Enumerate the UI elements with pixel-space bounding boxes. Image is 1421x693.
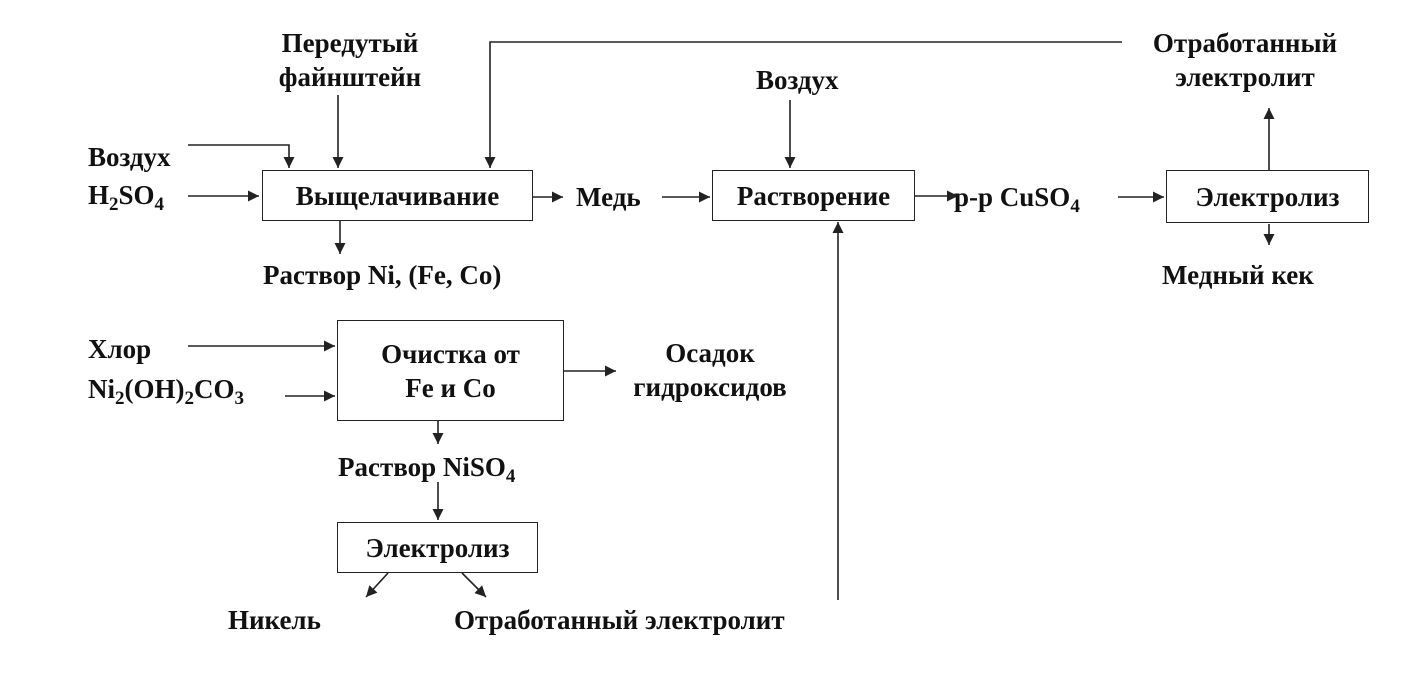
leaching-box: Выщелачивание — [262, 170, 533, 221]
blown-matte-line2: файнштейн — [278, 62, 422, 92]
precipitate-line2: гидроксидов — [633, 372, 787, 402]
niso4-label: Раствор NiSO4 — [338, 450, 516, 487]
nickel-carbonate-label: Ni2(OH)2CO3 — [88, 372, 245, 409]
blown-matte-line1: Передутый — [281, 28, 419, 58]
copper-label: Медь — [576, 182, 641, 212]
purification-label-line1: Очистка от — [381, 338, 520, 369]
leaching-label: Выщелачивание — [295, 180, 500, 211]
purification-box: Очистка от Fe и Co — [337, 320, 564, 421]
h2so4-h: H — [88, 180, 110, 210]
electrolysis-ni-label: Электролиз — [365, 532, 510, 563]
h2so4-so: SO — [118, 180, 155, 210]
nc-s1: 2 — [115, 388, 125, 409]
hydroxide-precipitate-label: Осадок гидроксидов — [600, 336, 820, 404]
purification-label-line2: Fe и Co — [405, 372, 496, 403]
niso4-main: Раствор NiSO — [338, 452, 506, 482]
spent-electrolyte-bottom-label: Отработанный электролит — [454, 605, 785, 635]
nc-ni: Ni — [88, 374, 115, 404]
nickel-label: Никель — [228, 605, 321, 635]
blown-matte-label: Передутый файнштейн — [250, 26, 450, 94]
arrow-air-to-leaching — [188, 144, 295, 168]
air-top-label: Воздух — [756, 65, 839, 95]
ni-solution-label: Раствор Ni, (Fe, Co) — [263, 260, 502, 290]
spent-top-line1: Отработанный — [1152, 28, 1338, 58]
electrolysis-cu-label: Электролиз — [1195, 181, 1340, 212]
arrow-spent-electrolyte-recycle — [484, 41, 1122, 168]
h2so4-sub2: 4 — [154, 194, 165, 215]
precipitate-line1: Осадок — [665, 338, 755, 368]
spent-electrolyte-top-label: Отработанный электролит — [1125, 26, 1365, 94]
niso4-sub: 4 — [505, 466, 516, 487]
nc-s2: 2 — [184, 388, 195, 409]
arrow-electrolysis-to-spent-bottom — [461, 572, 487, 598]
nc-oh: (OH) — [124, 374, 185, 404]
air-left-label: Воздух — [88, 142, 171, 172]
electrolysis-ni-box: Электролиз — [337, 522, 538, 573]
h2so4-sub1: 2 — [109, 194, 119, 215]
cuso4-sub: 4 — [1070, 196, 1080, 217]
spent-top-line2: электролит — [1175, 62, 1315, 92]
chlorine-label: Хлор — [88, 334, 152, 364]
cuso4-main: р-р CuSO — [954, 182, 1071, 212]
copper-cake-label: Медный кек — [1162, 260, 1314, 290]
arrow-electrolysis-to-nickel — [365, 572, 389, 598]
nc-s3: 3 — [234, 388, 245, 409]
nc-co: CO — [194, 374, 235, 404]
dissolution-box: Растворение — [712, 170, 915, 221]
dissolution-label: Растворение — [736, 180, 891, 211]
cuso4-label: р-р CuSO4 — [954, 180, 1080, 217]
electrolysis-cu-box: Электролиз — [1166, 170, 1369, 223]
h2so4-label: H2SO4 — [88, 178, 165, 215]
